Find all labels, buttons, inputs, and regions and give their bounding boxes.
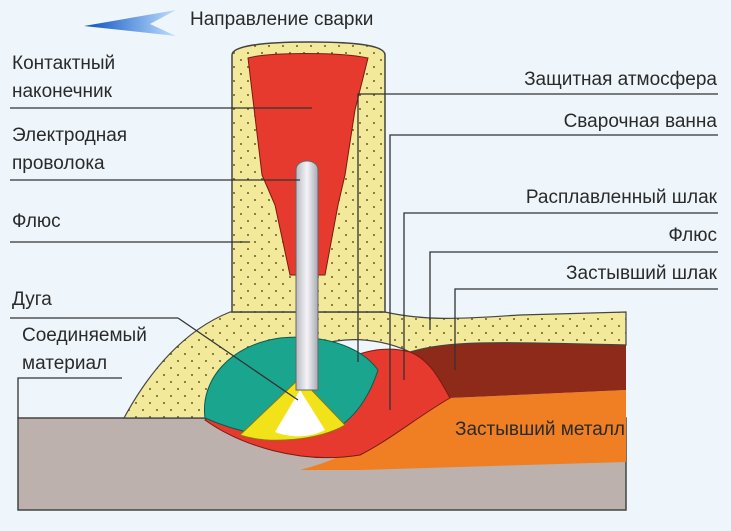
right-leader-lines [357,93,718,410]
label-solidified-metal: Застывший металл [455,419,625,440]
label-base-material-line1: Соединяемый [22,325,147,346]
solidified-metal-region [300,390,626,470]
direction-arrow-icon [84,10,176,36]
label-base-material-line2: материал [22,353,108,374]
label-molten-slag: Расплавленный шлак [525,187,717,208]
left-leader-lines [10,107,312,418]
label-flux-left: Флюс [12,211,61,232]
label-electrode-wire-line2: проволока [12,153,105,174]
label-shielding-atmosphere: Защитная атмосфера [524,69,717,90]
label-flux-right: Флюс [668,225,717,246]
label-electrode-wire-line1: Электродная [12,125,128,146]
label-contact-tip-line1: Контактный [12,53,116,74]
label-solidified-slag: Застывший шлак [566,263,717,284]
label-weld-pool: Сварочная ванна [563,111,717,132]
arc-core [275,390,325,437]
solidified-slag-region [410,342,626,398]
electrode-wire [295,160,319,391]
direction-label: Направление сварки [190,9,374,30]
label-contact-tip-line2: наконечник [12,81,112,102]
label-arc: Дуга [12,289,52,310]
